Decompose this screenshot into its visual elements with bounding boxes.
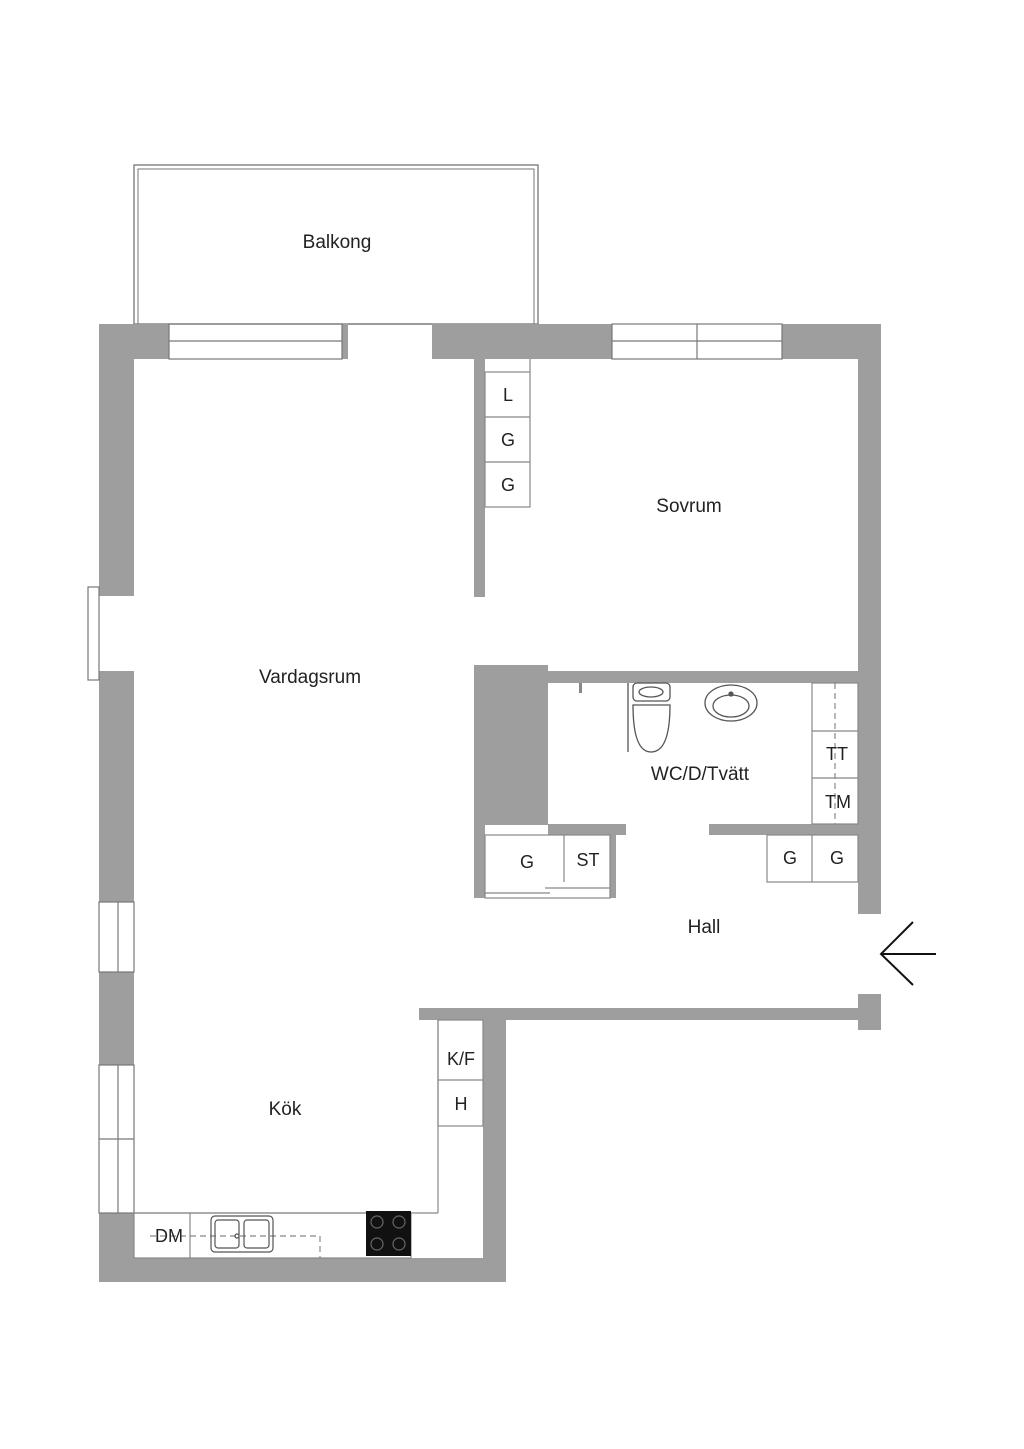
wall-left-1 bbox=[99, 324, 134, 596]
wall-top-stub bbox=[342, 324, 348, 359]
wall-right-upper bbox=[858, 324, 881, 914]
wall-kitchen-step bbox=[483, 1008, 506, 1282]
room-label-hall: Hall bbox=[688, 917, 721, 938]
window-left-upper bbox=[98, 901, 135, 973]
fixture-label-washer: TM bbox=[825, 792, 851, 812]
wall-bath-block bbox=[474, 665, 548, 825]
wall-bedroom-bottom bbox=[474, 671, 858, 683]
room-label-kitchen: Kök bbox=[269, 1099, 302, 1120]
entrance-arrow-icon bbox=[879, 921, 936, 986]
wall-st-side bbox=[610, 830, 616, 898]
fixture-label-wardrobe-4: G bbox=[783, 848, 797, 868]
fixture-label-storage: ST bbox=[576, 850, 599, 870]
room-label-living: Vardagsrum bbox=[259, 667, 361, 688]
wall-left-3 bbox=[99, 972, 134, 1065]
toilet-icon bbox=[627, 682, 671, 753]
wall-top-mid bbox=[432, 324, 612, 359]
room-label-bedroom: Sovrum bbox=[656, 496, 721, 517]
room-label-balcony: Balkong bbox=[303, 232, 372, 253]
fixture-label-dishwasher: DM bbox=[155, 1226, 183, 1246]
bathroom-sink-icon bbox=[704, 684, 758, 722]
fixture-label-dryer: TT bbox=[826, 744, 848, 764]
walls bbox=[99, 324, 881, 1282]
shower-icon bbox=[579, 683, 582, 693]
fixture-label-fridge-freezer: K/F bbox=[447, 1049, 475, 1069]
wall-closet-side bbox=[474, 824, 485, 898]
fixture-label-wardrobe-3: G bbox=[520, 852, 534, 872]
room-label-bathroom: WC/D/Tvätt bbox=[651, 764, 750, 785]
wall-bottom bbox=[99, 1258, 506, 1282]
fixture-label-wardrobe-2: G bbox=[501, 475, 515, 495]
wall-bath-bottom-right bbox=[709, 824, 858, 835]
wall-living-bedroom bbox=[474, 359, 485, 597]
wall-hall-bottom bbox=[419, 1008, 881, 1020]
kitchen-sink bbox=[210, 1215, 274, 1253]
wall-bath-bottom-left bbox=[548, 824, 626, 835]
windows bbox=[87, 323, 783, 1214]
fixture-label-wardrobe-1: G bbox=[501, 430, 515, 450]
fixture-label-cabinet: H bbox=[455, 1094, 468, 1114]
wall-left-2 bbox=[99, 671, 134, 902]
fixture-label-wardrobe-5: G bbox=[830, 848, 844, 868]
window-living-left bbox=[87, 586, 100, 681]
fixture-label-linen: L bbox=[503, 385, 513, 405]
stove bbox=[366, 1211, 411, 1256]
